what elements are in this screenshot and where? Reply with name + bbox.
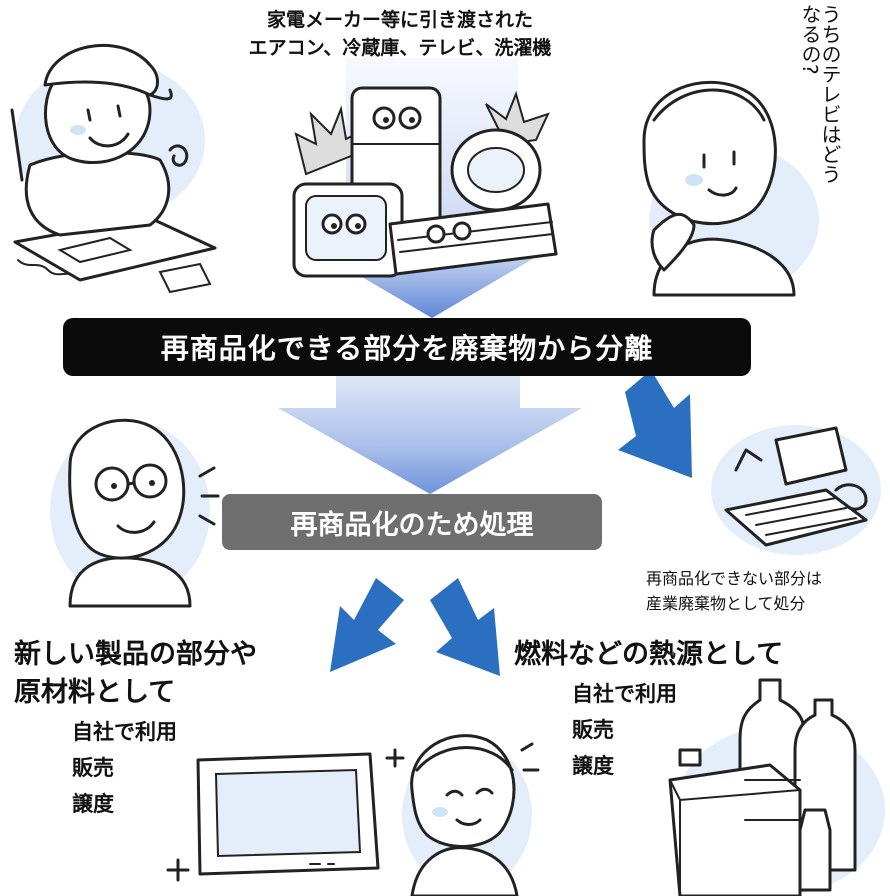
repairman-illustration bbox=[10, 43, 217, 294]
fuel-item: 自社で利用 bbox=[572, 682, 677, 706]
child-illustration bbox=[642, 80, 819, 297]
new-tv-illustration bbox=[166, 748, 405, 882]
materials-heading: 新しい製品の部分や 原材料として bbox=[14, 636, 334, 712]
separate-banner: 再商品化できる部分を廃棄物から分離 bbox=[63, 318, 751, 376]
non-recyclable-line1: 再商品化できない部分は bbox=[646, 569, 823, 588]
happy-woman-illustration bbox=[402, 734, 540, 896]
arrow-to-materials bbox=[330, 578, 404, 672]
speech-bubble: うちのテレビはどうなるの? bbox=[798, 4, 842, 194]
materials-list: 自社で利用 販売 譲度 bbox=[72, 714, 252, 822]
speech-bubble-line2: どうなるの? bbox=[798, 4, 842, 184]
arrow-to-fuel bbox=[430, 578, 500, 676]
fuel-heading: 燃料などの熱源として bbox=[514, 639, 784, 670]
materials-heading-line2: 原材料として bbox=[14, 677, 176, 708]
materials-item: 販売 bbox=[72, 756, 114, 780]
appliances-illustration bbox=[292, 86, 558, 278]
arrow-to-nonrecyclable bbox=[618, 370, 692, 478]
top-caption: 家電メーカー等に引き渡された エアコン、冷蔵庫、テレビ、洗濯機 bbox=[190, 6, 610, 62]
non-recyclable-line2: 産業廃棄物として処分 bbox=[646, 594, 806, 613]
materials-item: 譲度 bbox=[72, 792, 114, 816]
fuel-item: 販売 bbox=[572, 718, 614, 742]
elderly-man-illustration bbox=[50, 418, 220, 608]
scrap-illustration bbox=[711, 425, 881, 555]
fuel-list: 自社で利用 販売 譲度 bbox=[572, 676, 732, 784]
fuel-containers-illustration bbox=[668, 678, 885, 896]
non-recyclable-note: 再商品化できない部分は 産業廃棄物として処分 bbox=[646, 566, 890, 616]
down-arrow-middle bbox=[278, 376, 582, 494]
speech-bubble-line1: うちのテレビは bbox=[818, 4, 842, 144]
top-caption-line2: エアコン、冷蔵庫、テレビ、洗濯機 bbox=[248, 37, 552, 59]
materials-item: 自社で利用 bbox=[72, 720, 177, 744]
materials-heading-line1: 新しい製品の部分や bbox=[14, 639, 257, 670]
top-caption-line1: 家電メーカー等に引き渡された bbox=[266, 9, 533, 31]
recycle-process-box: 再商品化のため処理 bbox=[222, 494, 602, 550]
fuel-item: 譲度 bbox=[572, 754, 614, 778]
